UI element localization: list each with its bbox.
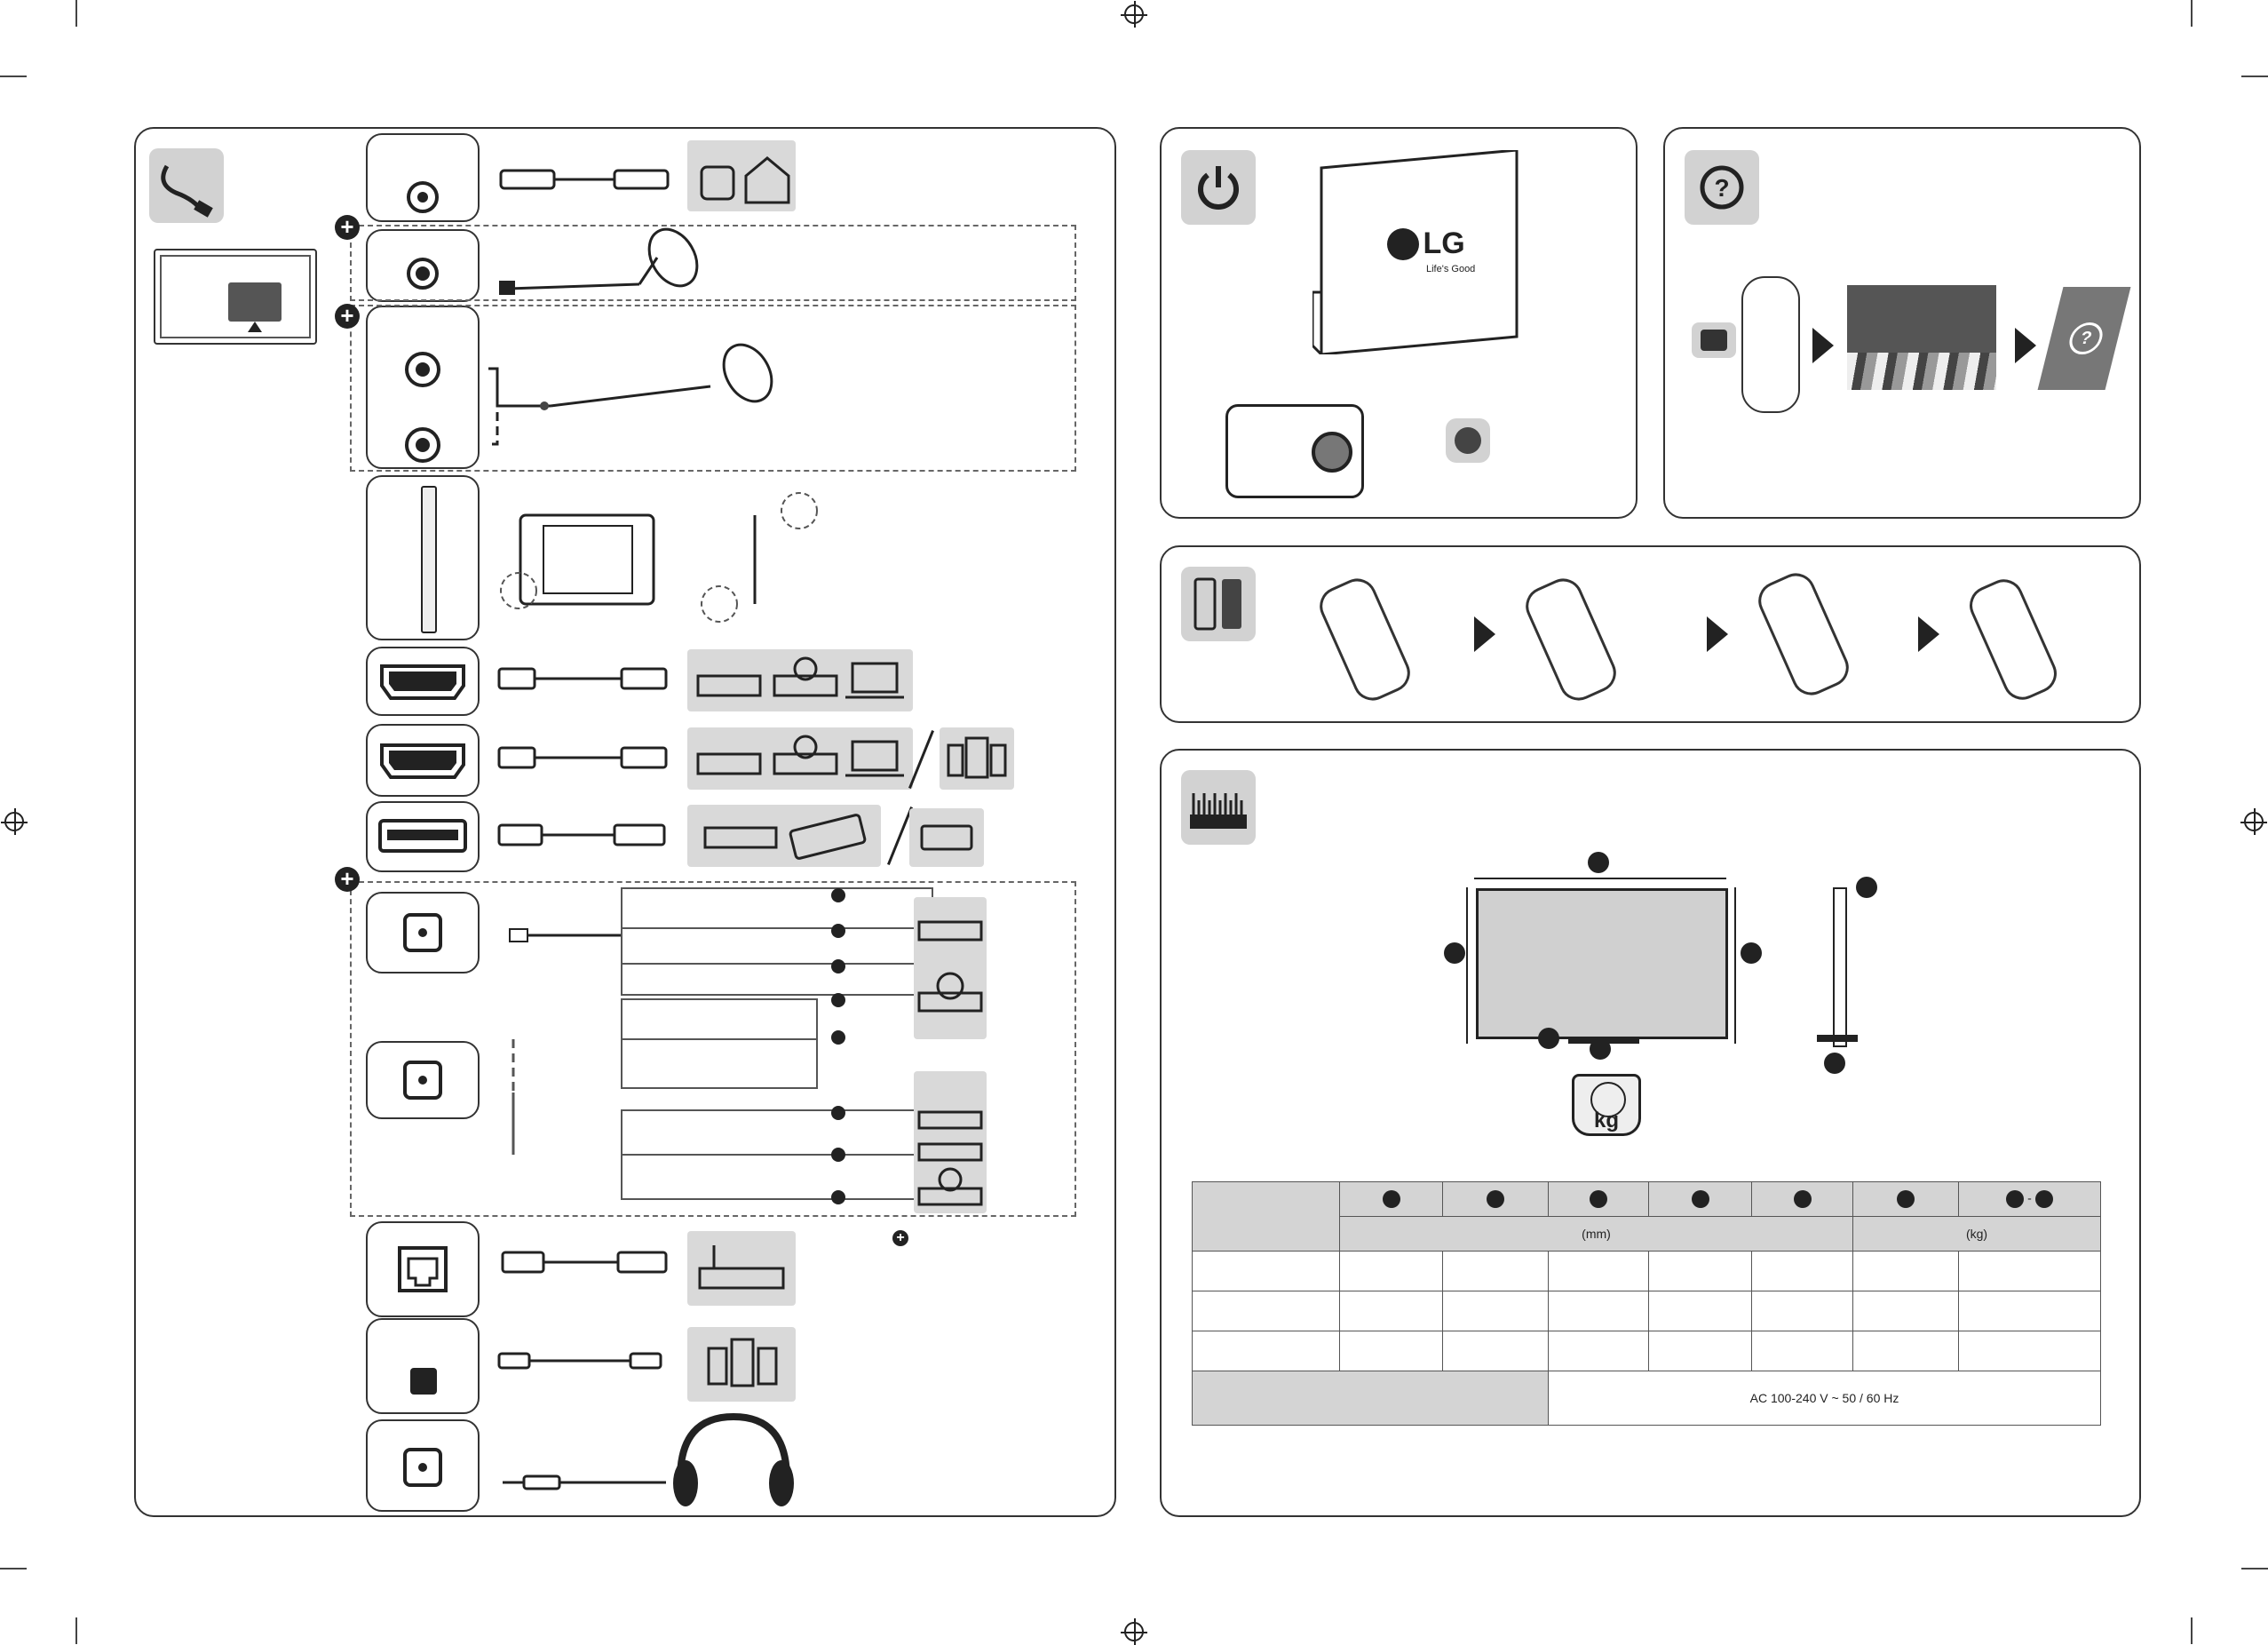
- antenna-port: [366, 133, 480, 222]
- usb-devices-icon: [687, 805, 881, 867]
- dimension-e-marker: [1590, 1038, 1611, 1060]
- dual-satellite-port: [366, 306, 480, 469]
- power-panel: LG Life's Good: [1160, 127, 1638, 519]
- dimension-d-marker: [1538, 1028, 1559, 1049]
- tv-side-view: [1833, 887, 1847, 1047]
- registration-mark: [1, 808, 28, 835]
- dimension-b-marker: [1444, 942, 1465, 964]
- router-icon: [687, 1231, 796, 1306]
- av-in-port: [366, 892, 480, 973]
- lg-brand: LG: [1423, 226, 1465, 260]
- lg-logo: LG: [1387, 226, 1465, 261]
- registration-mark: [1121, 1, 1147, 28]
- lg-tagline: Life's Good: [1426, 264, 1476, 274]
- help-card: ?: [2037, 287, 2131, 390]
- remote-step-1: [1313, 572, 1416, 707]
- remote-step-4: [1963, 573, 2063, 706]
- optical-port: [366, 1318, 480, 1414]
- speaker-icon: [940, 727, 1014, 790]
- table-row: [1192, 1291, 2101, 1331]
- question-icon: ?: [1685, 150, 1759, 225]
- satellite-dashed-group: [350, 225, 1076, 301]
- usb-port: [366, 801, 480, 872]
- table-row: [1192, 1331, 2101, 1371]
- registration-mark: [2240, 808, 2267, 835]
- table-row: [1192, 1251, 2101, 1291]
- dimension-a-marker: [1588, 852, 1609, 873]
- hdmi-port-2: [366, 724, 480, 797]
- power-icon: [1181, 150, 1256, 225]
- dimension-f-marker: [1856, 877, 1877, 898]
- tv-rear-diagram: [154, 249, 317, 345]
- av-dashed-group: [350, 881, 1076, 1217]
- component-devices-icon: [914, 1071, 987, 1213]
- crop-mark: [0, 75, 27, 77]
- unit-kg: (kg): [1852, 1216, 2101, 1252]
- connection-cables: [488, 169, 933, 1506]
- next-arrow-icon: [1707, 616, 1728, 652]
- magic-remote-icon: [1741, 276, 1800, 413]
- battery-icon: [1181, 567, 1256, 641]
- tv-menu-screen: [1847, 285, 1996, 390]
- hdmi-port-1: [366, 647, 480, 716]
- weight-scale-icon: kg: [1572, 1074, 1641, 1136]
- optional-plus-icon: +: [335, 215, 360, 240]
- dual-satellite-dashed-group: [350, 305, 1076, 472]
- next-arrow-icon: [1474, 616, 1495, 652]
- next-arrow-icon: [1812, 328, 1834, 363]
- lan-port: [366, 1221, 480, 1317]
- dimension-c-marker: [1741, 942, 1762, 964]
- optional-plus-icon: +: [335, 867, 360, 892]
- remote-step-2: [1519, 572, 1622, 707]
- next-arrow-icon: [2015, 328, 2036, 363]
- crop-mark: [75, 1617, 77, 1644]
- tv-front-view: [1476, 888, 1728, 1039]
- crop-mark: [75, 0, 77, 27]
- tv-front-illustration: [1312, 150, 1519, 354]
- antenna-cable-icon: [149, 148, 224, 223]
- crop-mark: [2191, 0, 2193, 27]
- remote-step-3: [1752, 567, 1855, 702]
- power-button-zoom: [1225, 404, 1364, 498]
- component-in-port: [366, 1041, 480, 1119]
- svg-text:?: ?: [1714, 174, 1729, 202]
- hdmi-devices-icon: [687, 649, 913, 711]
- dimensions-table: - (mm) (kg) AC 100-240 V ~ 50 / 60 Hz: [1192, 1181, 2101, 1426]
- crop-mark: [2241, 75, 2268, 77]
- satellite-port: [366, 229, 480, 302]
- registration-mark: [1121, 1618, 1147, 1645]
- dimension-g-marker: [1824, 1053, 1845, 1074]
- crop-mark: [2241, 1568, 2268, 1570]
- hdmi-devices-icon: [687, 727, 913, 790]
- usb-stick-icon: [909, 808, 984, 867]
- remote-power-icon: [1446, 418, 1490, 463]
- speaker-icon: [687, 1327, 796, 1402]
- antenna-house-icon: [687, 140, 796, 211]
- tv-stand-side: [1817, 1035, 1858, 1042]
- help-panel: ? ?: [1663, 127, 2141, 519]
- headphone-port: [366, 1419, 480, 1512]
- crop-mark: [0, 1568, 27, 1570]
- ruler-icon: [1181, 770, 1256, 845]
- optional-plus-icon: +: [335, 304, 360, 329]
- home-button-icon: [1692, 322, 1736, 358]
- crop-mark: [2191, 1617, 2193, 1644]
- optional-plus-icon: +: [892, 1230, 908, 1246]
- av-devices-icon: [914, 897, 987, 1039]
- unit-mm: (mm): [1339, 1216, 1853, 1252]
- power-supply-value: AC 100-240 V ~ 50 / 60 Hz: [1548, 1371, 2101, 1426]
- ci-slot: [366, 475, 480, 640]
- weight-label: kg: [1593, 1109, 1619, 1132]
- battery-panel: [1160, 545, 2141, 723]
- next-arrow-icon: [1918, 616, 1939, 652]
